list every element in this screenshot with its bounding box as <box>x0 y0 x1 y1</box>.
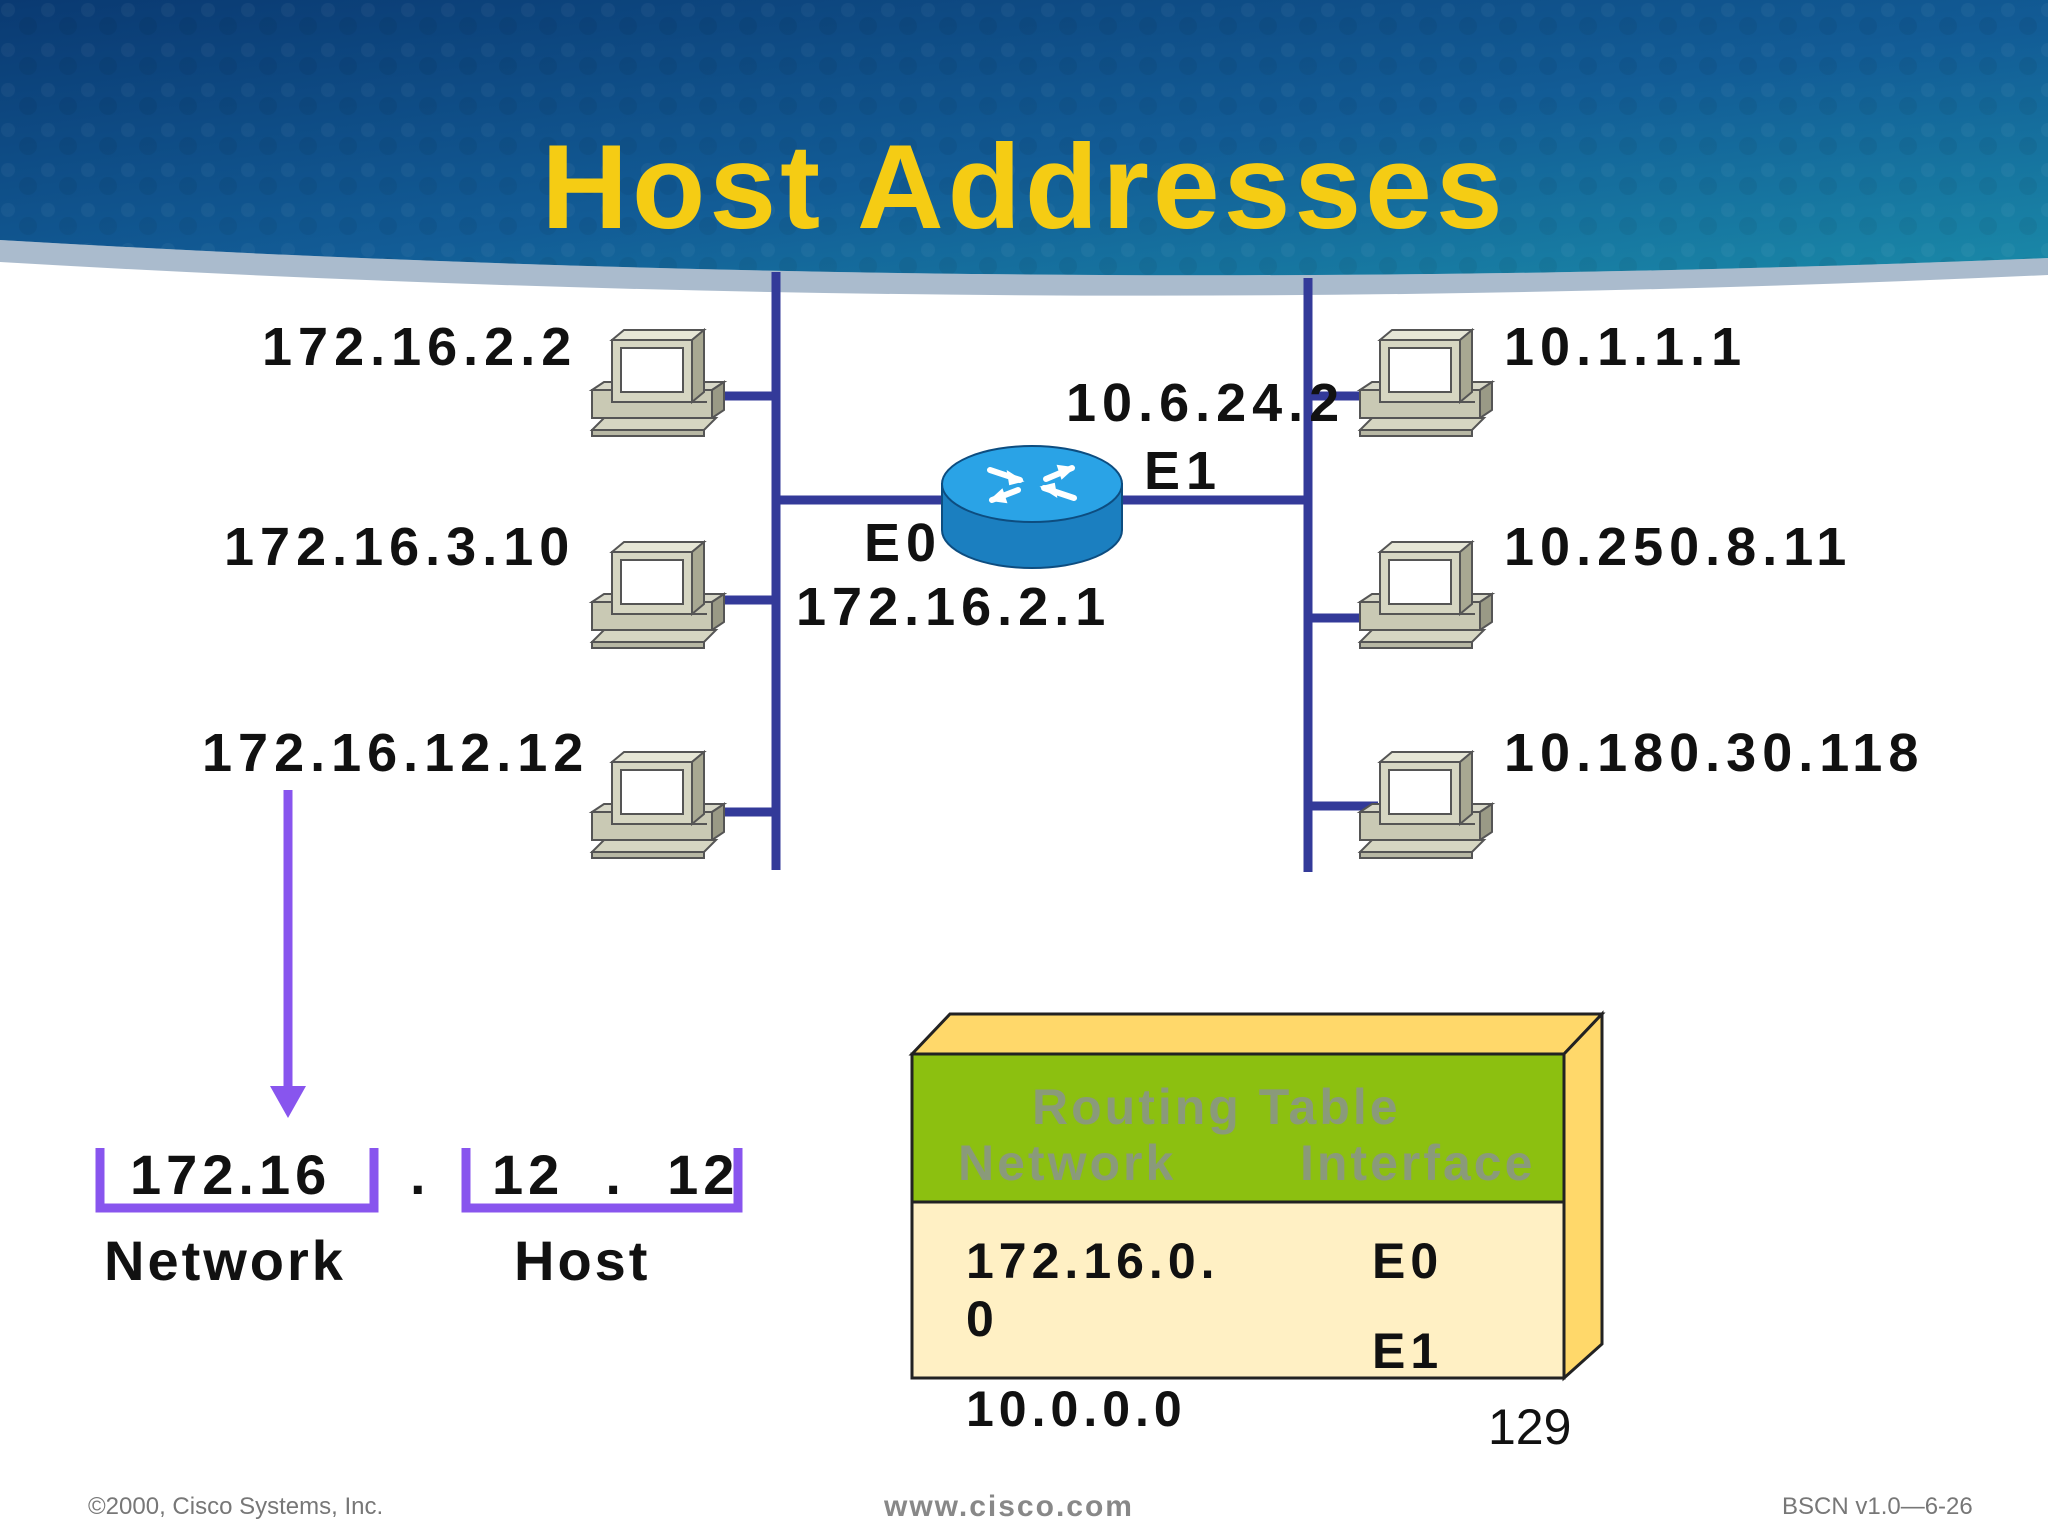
routing-table-interface-cell: E1 <box>1372 1323 1444 1379</box>
routing-table-col-interface: Interface <box>1300 1135 1536 1191</box>
host-part: 12 . 12 <box>492 1143 740 1206</box>
router-e1-ip: 10.6.24.2 <box>1066 373 1346 433</box>
footer-copyright: ©2000, Cisco Systems, Inc. <box>88 1493 384 1520</box>
routing-table-network-cell: 10.0.0.0 <box>966 1381 1187 1437</box>
network-part: 172.16 <box>130 1143 332 1206</box>
page-title: Host Addresses <box>541 120 1507 254</box>
slide-number: 129 <box>1488 1399 1572 1455</box>
host-ip-label: 172.16.2.2 <box>262 317 578 377</box>
routing-table-network-cell: 0 <box>966 1291 999 1347</box>
host-ip-label: 10.250.8.11 <box>1504 517 1853 577</box>
host-bracket <box>461 1148 743 1213</box>
host-computer-icon <box>1359 751 1493 859</box>
router-e1-label: E1 <box>1144 441 1223 501</box>
host-computer-icon <box>591 329 725 437</box>
host-computer-icon <box>1359 541 1493 649</box>
router-icon <box>941 445 1123 569</box>
router-e0-ip: 172.16.2.1 <box>796 577 1112 637</box>
footer-website: www.cisco.com <box>884 1490 1134 1523</box>
arrow-head-icon <box>270 1086 306 1118</box>
host-ip-label: 10.180.30.118 <box>1504 723 1925 783</box>
footer-course-code: BSCN v1.0—6-26 <box>1782 1493 1973 1520</box>
routing-table-network-cell: 172.16.0. <box>966 1233 1220 1289</box>
routing-table-title: Routing Table <box>1032 1079 1401 1135</box>
host-ip-label: 10.1.1.1 <box>1504 317 1748 377</box>
routing-table-interface-cell: E0 <box>1372 1233 1444 1289</box>
host-ip-label: 172.16.3.10 <box>224 517 576 577</box>
network-label: Network <box>104 1229 346 1292</box>
title-banner <box>0 0 2048 296</box>
routing-table-box <box>908 1010 1606 1382</box>
router-e0-label: E0 <box>864 513 943 573</box>
separator-dot: . <box>410 1143 431 1206</box>
host-computer-icon <box>591 541 725 649</box>
routing-table-col-network: Network <box>958 1135 1177 1191</box>
host-computer-icon <box>591 751 725 859</box>
host-computer-icon <box>1359 329 1493 437</box>
network-bracket <box>95 1148 379 1213</box>
host-label: Host <box>514 1229 651 1292</box>
host-ip-label: 172.16.12.12 <box>202 723 590 783</box>
